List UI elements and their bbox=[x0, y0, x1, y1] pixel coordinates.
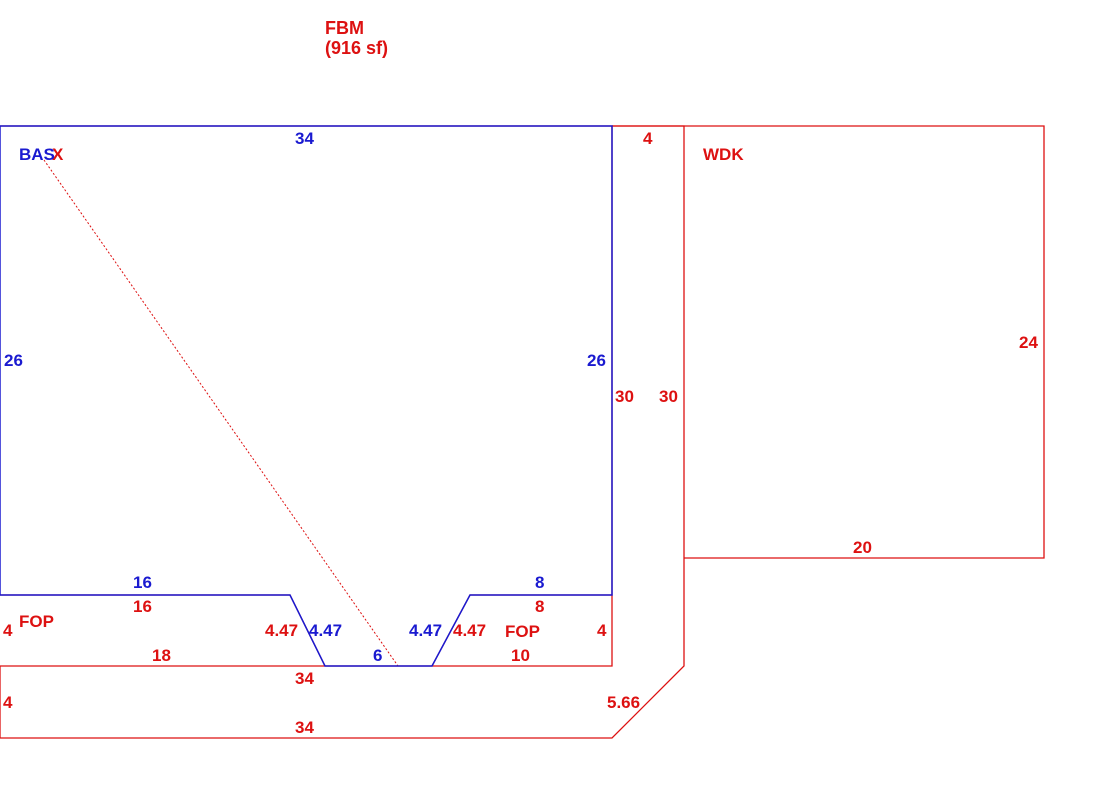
dim-band-corner: 5.66 bbox=[607, 693, 640, 712]
dim-left-blue: 26 bbox=[4, 351, 23, 370]
title-area: (916 sf) bbox=[325, 38, 388, 58]
area-label-wdk: WDK bbox=[703, 145, 744, 164]
dim-slant-left-blue: 4.47 bbox=[309, 621, 342, 640]
fbm-outline bbox=[0, 125, 613, 667]
dim-strip-top: 4 bbox=[643, 129, 653, 148]
dim-slant-right-red: 4.47 bbox=[453, 621, 486, 640]
dim-bottom-left-red: 16 bbox=[133, 597, 152, 616]
dim-right-blue: 26 bbox=[587, 351, 606, 370]
area-label-overlap: X bbox=[52, 145, 64, 164]
wdk-outline bbox=[684, 125, 1045, 559]
dim-wdk-right: 24 bbox=[1019, 333, 1038, 352]
dim-bottom-left-blue: 16 bbox=[133, 573, 152, 592]
dim-slant-left-red: 4.47 bbox=[265, 621, 298, 640]
dim-band-bottom: 34 bbox=[295, 718, 314, 737]
dim-wdk-bottom: 20 bbox=[853, 538, 872, 557]
dim-bottom-right-red: 8 bbox=[535, 597, 544, 616]
area-label-bas: BAS bbox=[19, 145, 55, 164]
dim-strip-left: 30 bbox=[615, 387, 634, 406]
dim-notch-bottom-blue: 6 bbox=[373, 646, 382, 665]
area-label-fop-right: FOP bbox=[505, 622, 540, 641]
dim-top-blue: 34 bbox=[295, 129, 314, 148]
dim-slant-right-blue: 4.47 bbox=[409, 621, 442, 640]
dim-strip-right: 30 bbox=[659, 387, 678, 406]
bas-outline bbox=[0, 125, 613, 667]
dim-fop-left-bottom: 18 bbox=[152, 646, 171, 665]
dim-fop-right-bottom: 10 bbox=[511, 646, 530, 665]
dim-fop-right-height: 4 bbox=[597, 621, 607, 640]
dim-band-left: 4 bbox=[3, 693, 13, 712]
area-label-fop-left: FOP bbox=[19, 612, 54, 631]
title-code: FBM bbox=[325, 18, 364, 38]
dim-band-top: 34 bbox=[295, 669, 314, 688]
band-outline bbox=[0, 125, 685, 739]
dim-bottom-right-blue: 8 bbox=[535, 573, 544, 592]
diagonal-guide bbox=[43, 159, 399, 667]
dim-fop-left-height: 4 bbox=[3, 621, 13, 640]
